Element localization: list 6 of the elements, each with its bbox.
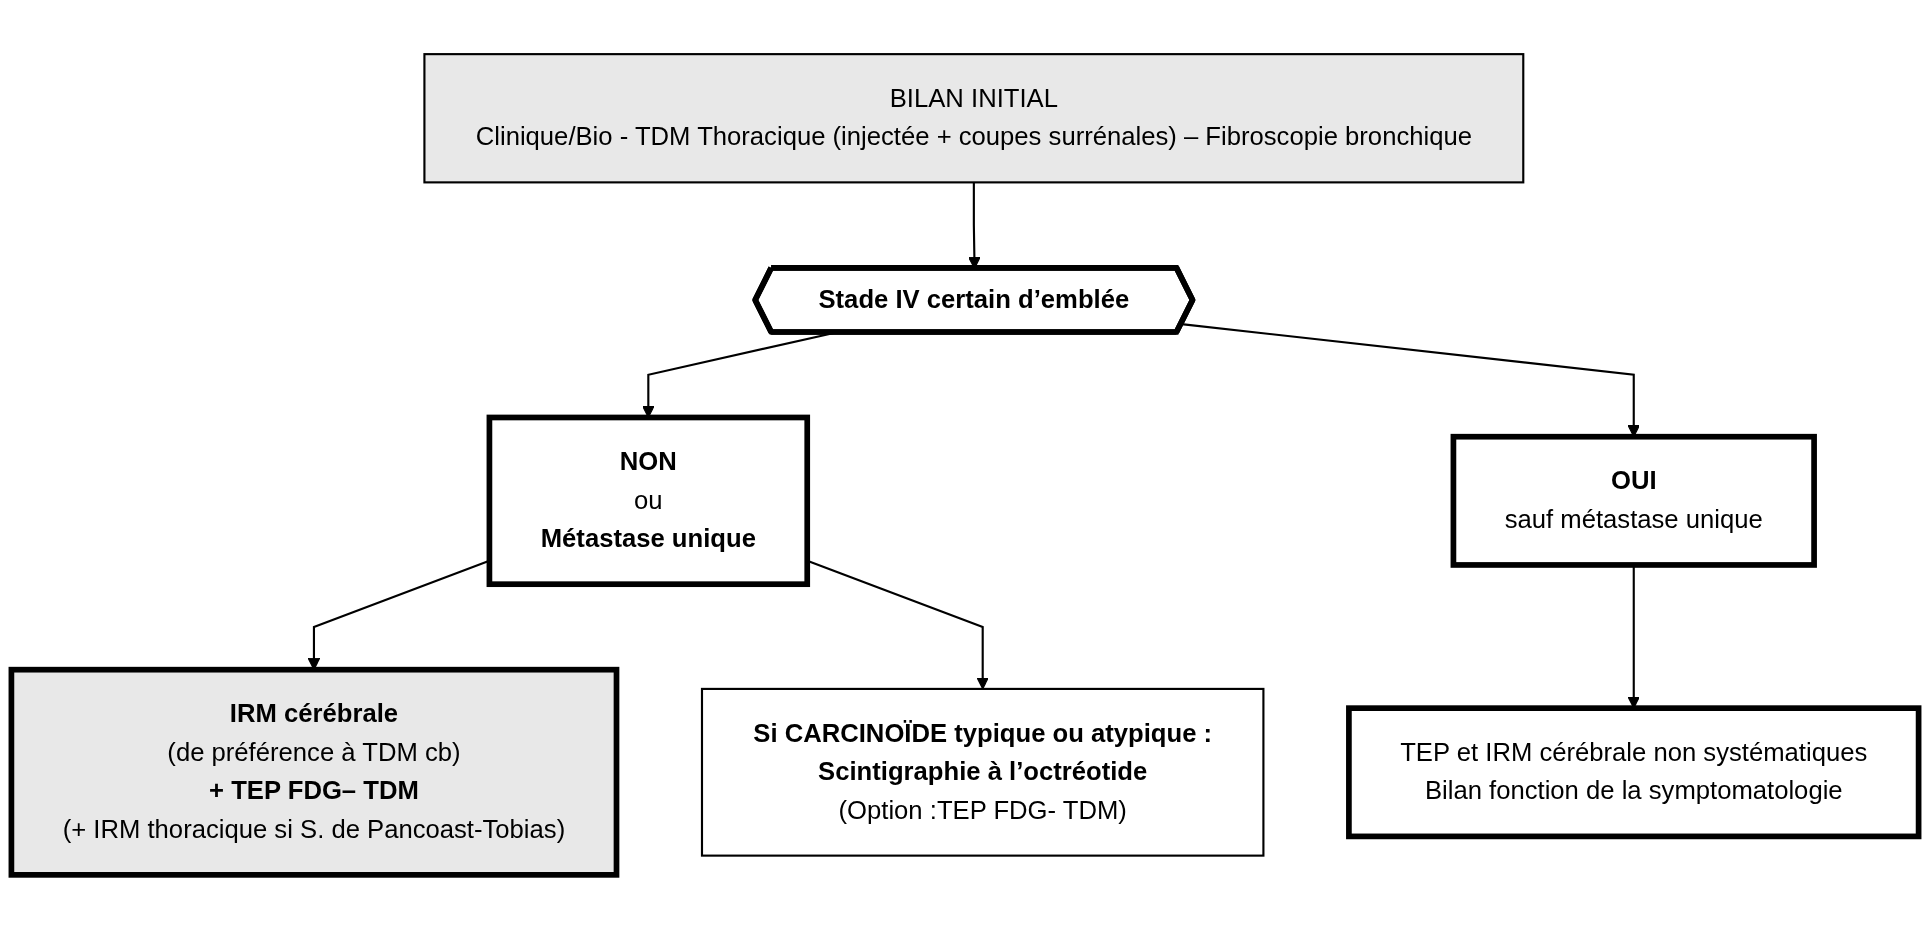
node-box: Si CARCINOÏDE typique ou atypique : Scintigraphie à l’octréotide (Option :TEP FDG- TDM) [700,687,1265,857]
node-box: BILAN INITIAL Clinique/Bio - TDM Thoracique (injectée + coupes surrénales) – Fibroscopie bronchique [423,53,1525,184]
node-box: TEP et IRM cérébrale non systématiques Bilan fonction de la symptomatologie [1346,705,1922,840]
node-box: IRM cérébrale (de préférence à TDM cb) + TEP FDG– TDM (+ IRM thoracique si S. de Pancoast-Tobias) [8,666,620,878]
node-box: NON ou Métastase unique [486,414,811,588]
node-box: OUI sauf métastase unique [1450,433,1817,568]
